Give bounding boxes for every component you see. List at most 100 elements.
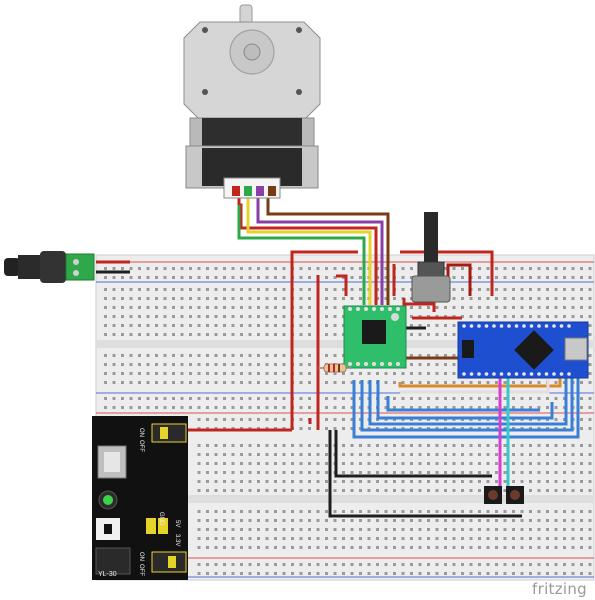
breadboard-hole (172, 324, 175, 327)
breadboard-hole (401, 372, 405, 375)
breadboard-hole (163, 354, 167, 357)
breadboard-hole (206, 297, 209, 300)
breadboard-hole (129, 397, 133, 400)
breadboard-hole (316, 528, 320, 531)
breadboard-hole (367, 572, 371, 575)
breadboard-hole (376, 510, 379, 513)
breadboard-hole (104, 354, 107, 357)
breadboard-hole (469, 489, 473, 492)
breadboard-hole (546, 519, 549, 522)
breadboard-hole (197, 444, 201, 447)
breadboard-hole (223, 471, 226, 474)
breadboard-hole (469, 480, 473, 483)
breadboard-hole (393, 528, 396, 531)
breadboard-hole (265, 306, 269, 309)
breadboard-hole (435, 563, 439, 566)
breadboard-hole (155, 306, 158, 309)
breadboard-hole (214, 276, 218, 279)
breadboard-hole (418, 372, 422, 375)
breadboard-hole (291, 510, 294, 513)
breadboard-hole (104, 276, 107, 279)
breadboard-hole (444, 381, 447, 384)
breadboard-hole (503, 537, 507, 540)
breadboard-hole (282, 406, 286, 409)
breadboard-hole (580, 306, 583, 309)
breadboard-hole (308, 406, 311, 409)
breadboard-hole (112, 306, 116, 309)
breadboard-hole (240, 519, 243, 522)
breadboard-hole (214, 297, 218, 300)
motor-wire-red (237, 196, 378, 305)
breadboard-hole (350, 480, 354, 483)
breadboard-hole (529, 297, 532, 300)
breadboard-hole (571, 453, 575, 456)
breadboard-hole (580, 276, 583, 279)
breadboard-hole (537, 267, 541, 270)
breadboard-hole (350, 406, 354, 409)
breadboard-hole (367, 444, 371, 447)
breadboard-hole (274, 546, 277, 549)
breadboard-hole (265, 418, 269, 421)
breadboard-hole (367, 528, 371, 531)
breadboard-hole (571, 444, 575, 447)
breadboard-hole (299, 572, 303, 575)
breadboard-hole (418, 444, 422, 447)
breadboard-hole (325, 519, 328, 522)
breadboard-hole (376, 471, 379, 474)
breadboard-hole (418, 397, 422, 400)
breadboard-hole (104, 324, 107, 327)
breadboard-hole (486, 453, 490, 456)
breadboard-hole (299, 427, 303, 430)
breadboard-hole (444, 267, 447, 270)
breadboard-hole (299, 546, 303, 549)
breadboard-hole (486, 297, 490, 300)
breadboard-hole (359, 471, 362, 474)
breadboard-hole (435, 397, 439, 400)
breadboard-hole (274, 267, 277, 270)
breadboard-hole (333, 528, 337, 531)
breadboard-hole (206, 519, 209, 522)
breadboard-hole (257, 381, 260, 384)
breadboard-hole (427, 397, 430, 400)
breadboard-hole (478, 462, 481, 465)
breadboard-hole (469, 406, 473, 409)
breadboard-hole (325, 537, 328, 540)
breadboard-hole (206, 444, 209, 447)
breadboard-hole (478, 267, 481, 270)
breadboard-hole (512, 315, 515, 318)
breadboard-hole (554, 510, 558, 513)
breadboard-hole (350, 537, 354, 540)
breadboard-hole (121, 397, 124, 400)
breadboard-hole (469, 471, 473, 474)
breadboard-hole (478, 480, 481, 483)
breadboard-hole (410, 372, 413, 375)
breadboard-hole (384, 267, 388, 270)
breadboard-hole (529, 519, 532, 522)
breadboard-hole (444, 519, 447, 522)
breadboard-hole (427, 537, 430, 540)
breadboard-hole (444, 444, 447, 447)
breadboard-hole (503, 572, 507, 575)
breadboard-hole (512, 510, 515, 513)
breadboard-hole (529, 572, 532, 575)
breadboard-hole (189, 363, 192, 366)
breadboard-hole (410, 462, 413, 465)
breadboard-hole (138, 276, 141, 279)
breadboard-hole (282, 546, 286, 549)
nano-pin (492, 324, 496, 328)
breadboard-hole (580, 471, 583, 474)
breadboard-hole (223, 528, 226, 531)
breadboard-hole (265, 297, 269, 300)
breadboard-hole (180, 397, 184, 400)
breadboard-hole (512, 381, 515, 384)
breadboard-hole (223, 418, 226, 421)
breadboard-hole (240, 315, 243, 318)
breadboard-hole (265, 444, 269, 447)
breadboard-hole (376, 519, 379, 522)
breadboard-hole (529, 471, 532, 474)
breadboard-hole (282, 354, 286, 357)
breadboard-hole (257, 537, 260, 540)
breadboard-hole (299, 418, 303, 421)
breadboard-hole (223, 276, 226, 279)
breadboard-hole (512, 297, 515, 300)
